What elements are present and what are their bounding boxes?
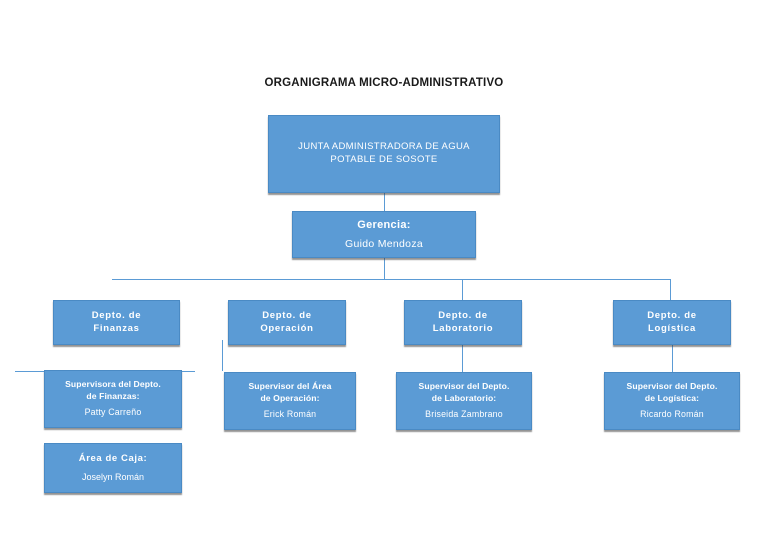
gerencia-role: Gerencia: [357, 218, 411, 231]
junta-line-2: POTABLE DE SOSOTE [330, 154, 438, 165]
connector-bus-to-laboratorio [462, 279, 463, 300]
depto-operacion-line-2: Operación [260, 322, 314, 334]
node-gerencia[interactable]: Gerencia: Guido Mendoza [292, 211, 476, 258]
supervisor-laboratorio-person: Briseida Zambrano [425, 409, 503, 420]
node-supervisor-logistica[interactable]: Supervisor del Depto. de Logística: Rica… [604, 372, 740, 430]
node-depto-laboratorio[interactable]: Depto. de Laboratorio [404, 300, 522, 345]
connector-operacion-to-supervisor [222, 340, 223, 371]
node-junta-administradora[interactable]: JUNTA ADMINISTRADORA DE AGUA POTABLE DE … [268, 115, 500, 193]
supervisor-logistica-role-1: Supervisor del Depto. [626, 380, 718, 391]
page-title: ORGANIGRAMA MICRO-ADMINISTRATIVO [264, 77, 504, 89]
depto-operacion-line-1: Depto. de [262, 309, 312, 321]
depto-logistica-line-1: Depto. de [647, 309, 697, 321]
supervisora-finanzas-role-1: Supervisora del Depto. [65, 378, 161, 389]
supervisor-operacion-person: Erick Román [263, 409, 317, 420]
connector-root-to-gerencia [384, 193, 385, 212]
depto-laboratorio-line-1: Depto. de [438, 309, 488, 321]
connector-gerencia-to-bus [384, 258, 385, 280]
connector-department-bus [112, 279, 671, 280]
depto-logistica-line-2: Logística [647, 322, 696, 334]
connector-laboratorio-to-supervisor [462, 345, 463, 372]
node-depto-finanzas[interactable]: Depto. de Finanzas [53, 300, 180, 345]
supervisora-finanzas-person: Patty Carreño [84, 407, 142, 418]
supervisor-laboratorio-role-1: Supervisor del Depto. [418, 380, 510, 391]
connector-logistica-to-supervisor [672, 345, 673, 372]
depto-finanzas-line-1: Depto. de [91, 309, 142, 321]
connector-bus-to-logistica [670, 279, 671, 300]
area-caja-role: Área de Caja: [78, 452, 148, 464]
supervisora-finanzas-role-2: de Finanzas: [86, 390, 140, 401]
node-supervisor-laboratorio[interactable]: Supervisor del Depto. de Laboratorio: Br… [396, 372, 532, 430]
junta-line-1: JUNTA ADMINISTRADORA DE AGUA [298, 141, 470, 153]
node-depto-logistica[interactable]: Depto. de Logística [613, 300, 731, 345]
node-depto-operacion[interactable]: Depto. de Operación [228, 300, 346, 345]
node-area-de-caja[interactable]: Área de Caja: Joselyn Román [44, 443, 182, 493]
supervisor-operacion-role-2: de Operación: [260, 392, 320, 403]
supervisor-logistica-role-2: de Logística: [644, 392, 700, 403]
node-supervisor-operacion[interactable]: Supervisor del Área de Operación: Erick … [224, 372, 356, 430]
supervisor-logistica-person: Ricardo Román [640, 409, 704, 420]
gerencia-person: Guido Mendoza [344, 237, 424, 250]
node-supervisora-finanzas[interactable]: Supervisora del Depto. de Finanzas: Patt… [44, 370, 182, 428]
supervisor-operacion-role-1: Supervisor del Área [248, 380, 332, 391]
depto-finanzas-line-2: Finanzas [93, 322, 140, 334]
depto-laboratorio-line-2: Laboratorio [432, 322, 494, 334]
area-caja-person: Joselyn Román [81, 472, 145, 483]
supervisor-laboratorio-role-2: de Laboratorio: [431, 392, 497, 403]
